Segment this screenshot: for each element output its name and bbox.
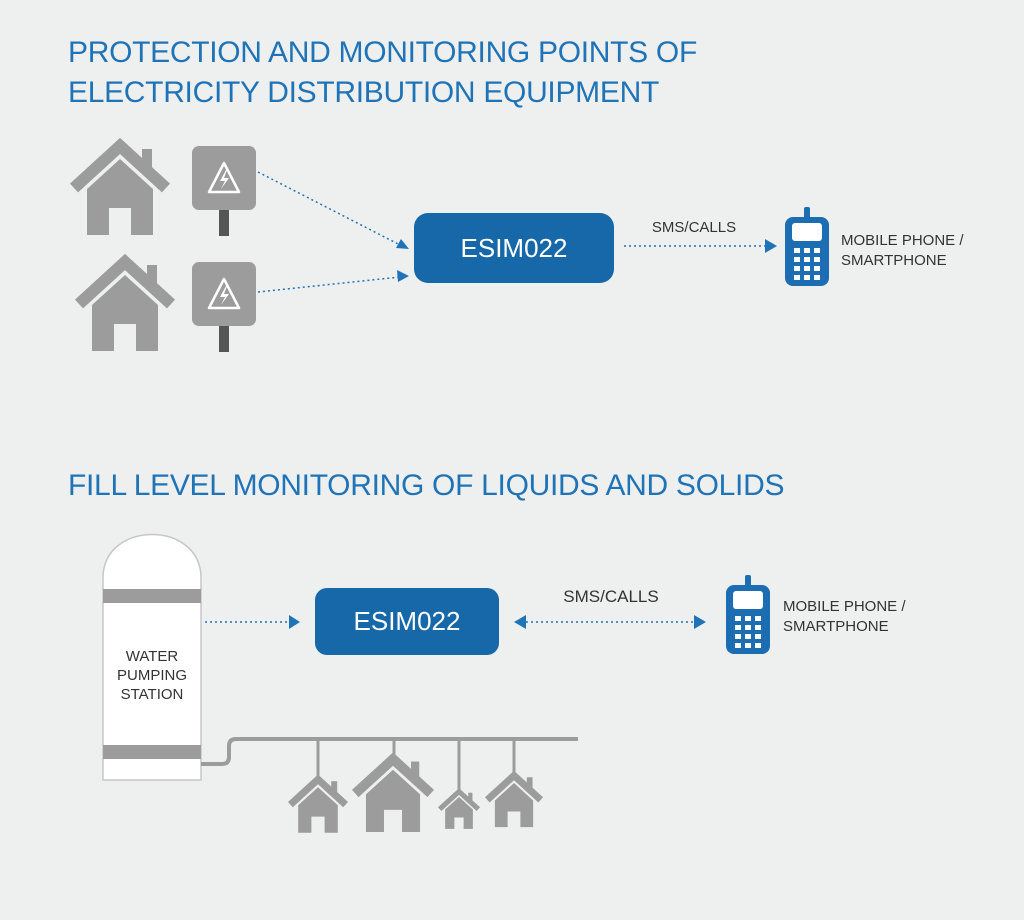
section1-diagram: ESIM022 SMS/CALLS MOBILE PHONE / SMARTPH… <box>74 146 964 352</box>
section1-title: PROTECTION AND MONITORING POINTS OF ELEC… <box>68 33 697 113</box>
water-tank-icon <box>102 533 202 781</box>
esim022-device-box <box>414 213 614 283</box>
phone-label-line1: MOBILE PHONE / <box>841 232 964 249</box>
station-label-line2: PUMPING <box>117 667 187 684</box>
section1-title-line2: ELECTRICITY DISTRIBUTION EQUIPMENT <box>68 76 659 109</box>
arrow-head <box>289 615 300 629</box>
mobile-phone-icon <box>785 207 829 286</box>
house-icon <box>74 146 166 235</box>
pipe <box>201 737 578 766</box>
connector-line <box>257 276 401 293</box>
arrow-head <box>396 239 409 249</box>
phone-label-line2: SMARTPHONE <box>841 252 947 269</box>
phone-label-line2: SMARTPHONE <box>783 618 889 635</box>
electric-panel-icon <box>190 260 258 354</box>
arrow-head <box>765 239 777 253</box>
link-label: SMS/CALLS <box>563 587 658 606</box>
mobile-phone-icon <box>726 575 770 654</box>
house-icon <box>79 262 171 351</box>
connector-line <box>257 171 403 247</box>
house-icon <box>487 776 540 828</box>
section2-title: FILL LEVEL MONITORING OF LIQUIDS AND SOL… <box>68 469 785 502</box>
house-icon <box>355 759 430 832</box>
section2-diagram: WATER PUMPING STATION ESIM022 SMS/CALLS … <box>102 533 906 833</box>
arrow-head <box>694 615 706 629</box>
arrow-head <box>514 615 526 629</box>
house-icon <box>290 779 345 832</box>
esim022-device-box <box>315 588 499 655</box>
phone-label-line1: MOBILE PHONE / <box>783 598 906 615</box>
arrow-head <box>397 270 409 282</box>
station-label-line3: STATION <box>121 686 184 703</box>
station-label-line1: WATER <box>126 648 179 665</box>
device-label: ESIM022 <box>354 606 461 636</box>
section1-title-line1: PROTECTION AND MONITORING POINTS OF <box>68 36 697 69</box>
link-label: SMS/CALLS <box>652 219 736 236</box>
device-label: ESIM022 <box>461 233 568 263</box>
electric-panel-icon <box>190 144 258 238</box>
house-icon <box>440 791 479 828</box>
